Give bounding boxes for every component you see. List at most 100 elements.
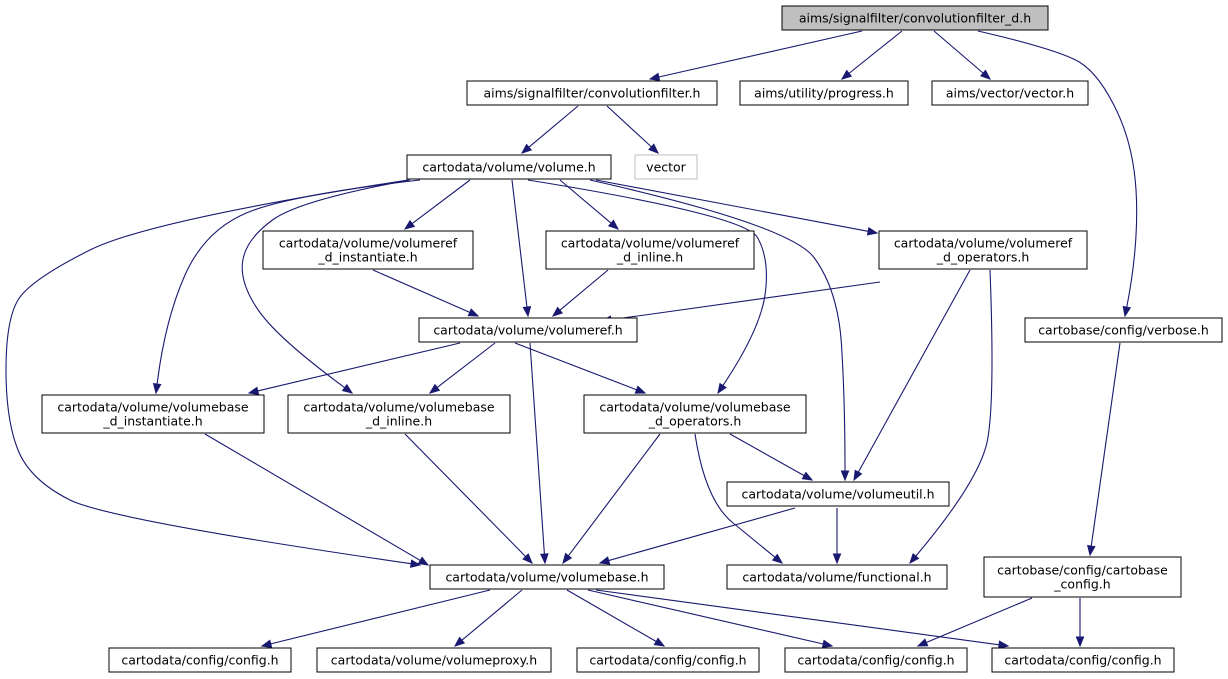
node-volume[interactable]: cartodata/volume/volume.h: [406, 154, 612, 180]
node-root[interactable]: aims/signalfilter/convolutionfilter_d.h: [781, 5, 1049, 31]
edge-vref_inst-to-vref: [372, 269, 480, 317]
node-label: cartodata/volume/volumebase: [303, 400, 495, 415]
node-label: cartodata/volume/volumebase.h: [445, 570, 648, 585]
edge-root-to-convfilter: [648, 30, 863, 82]
edge-vref_ops-to-volutil: [853, 269, 971, 482]
edge-line: [694, 433, 776, 558]
node-box: [316, 647, 552, 673]
node-box: [784, 647, 968, 673]
edge-line: [857, 269, 971, 473]
edge-vbase_ops-to-functional: [694, 433, 784, 564]
node-box: [1024, 317, 1223, 343]
node-config4[interactable]: cartodata/config/config.h: [991, 647, 1175, 673]
node-vproxy[interactable]: cartodata/volume/volumeproxy.h: [316, 647, 552, 673]
node-box: [108, 647, 292, 673]
node-vbase[interactable]: cartodata/volume/volumebase.h: [429, 564, 665, 590]
edge-line: [411, 179, 471, 225]
edge-vref-to-vbase: [529, 342, 549, 565]
node-box: [634, 154, 698, 180]
node-label: _d_inline.h: [365, 414, 432, 429]
edge-volutil-to-vbase: [598, 507, 796, 565]
edge-line: [606, 105, 652, 148]
edge-vbase_ops-to-vbase: [562, 433, 661, 565]
node-box: [406, 154, 612, 180]
node-label: aims/signalfilter/convolutionfilter.h: [484, 86, 701, 101]
edge-line: [1090, 342, 1121, 547]
node-label: cartodata/volume/volumebase: [57, 400, 249, 415]
edge-line: [933, 30, 984, 74]
arrowhead: [653, 637, 666, 647]
arrowhead: [821, 639, 834, 649]
node-vref[interactable]: cartodata/volume/volumeref.h: [418, 317, 638, 343]
edge-line: [257, 342, 461, 392]
edge-line: [270, 589, 491, 645]
arrowhead: [428, 383, 441, 394]
edge-line: [926, 597, 1033, 644]
node-config3[interactable]: cartodata/config/config.h: [784, 647, 968, 673]
arrowhead: [522, 553, 533, 564]
node-box: [583, 394, 807, 434]
edge-line: [372, 269, 470, 313]
node-vector_h[interactable]: aims/vector/vector.h: [931, 80, 1089, 106]
nodes-layer: aims/signalfilter/convolutionfilter_d.ha…: [41, 5, 1223, 673]
arrowhead: [866, 226, 879, 236]
node-label: _d_instantiate.h: [317, 250, 417, 265]
node-vref_ops[interactable]: cartodata/volume/volumeref_d_operators.h: [878, 230, 1088, 270]
arrowhead: [1087, 544, 1096, 557]
edge-vbase_inst-to-vbase: [204, 433, 430, 566]
node-vref_inst[interactable]: cartodata/volume/volumeref_d_instantiate…: [262, 230, 474, 270]
edge-vref_inline-to-vref: [551, 269, 609, 317]
edge-line: [595, 589, 1000, 646]
edge-line: [529, 342, 545, 555]
edge-volume-to-vref_inline: [559, 179, 620, 230]
node-config1[interactable]: cartodata/config/config.h: [108, 647, 292, 673]
arrowhead: [453, 636, 466, 647]
node-box: [287, 394, 511, 434]
edge-volume-to-vbase_ops: [527, 179, 767, 395]
arrowhead: [840, 470, 850, 482]
node-box: [726, 481, 950, 507]
node-vbase_inline[interactable]: cartodata/volume/volumebase_d_inline.h: [287, 394, 511, 434]
node-label: cartodata/config/config.h: [121, 653, 278, 668]
edge-vref_ops-to-functional: [909, 269, 993, 565]
node-label: _d_operators.h: [648, 414, 742, 429]
node-convfilter[interactable]: aims/signalfilter/convolutionfilter.h: [466, 80, 718, 106]
node-box: [931, 80, 1089, 106]
edge-vref-to-vbase_ops: [514, 342, 647, 394]
node-box: [576, 647, 760, 673]
arrowhead: [916, 638, 929, 647]
edge-volume-to-volutil: [589, 179, 850, 482]
edge-line: [461, 589, 523, 641]
edge-vbase_ops-to-volutil: [729, 433, 814, 481]
edge-root-to-verbose: [977, 30, 1138, 318]
edge-line: [559, 269, 609, 311]
node-box: [781, 5, 1049, 31]
node-functional[interactable]: cartodata/volume/functional.h: [726, 564, 948, 590]
node-verbose[interactable]: cartobase/config/verbose.h: [1024, 317, 1223, 343]
node-label: cartodata/volume/volumeutil.h: [741, 487, 934, 502]
node-vbase_ops[interactable]: cartodata/volume/volumebase_d_operators.…: [583, 394, 807, 434]
arrowhead: [598, 556, 611, 565]
arrowhead: [562, 552, 573, 565]
node-box: [739, 80, 909, 106]
edge-line: [241, 179, 411, 389]
edge-volume-to-vbase: [5, 179, 422, 568]
node-label: aims/signalfilter/convolutionfilter_d.h: [799, 11, 1031, 26]
node-vref_inline[interactable]: cartodata/volume/volumeref_d_inline.h: [545, 230, 755, 270]
node-label: cartodata/config/config.h: [589, 653, 746, 668]
node-vbase_inst[interactable]: cartodata/volume/volumebase_d_instantiat…: [41, 394, 265, 434]
arrowhead: [634, 385, 647, 394]
arrowhead: [409, 559, 422, 568]
edge-line: [729, 433, 805, 477]
node-config2[interactable]: cartodata/config/config.h: [576, 647, 760, 673]
node-volutil[interactable]: cartodata/volume/volumeutil.h: [726, 481, 950, 507]
edge-line: [658, 30, 863, 78]
edge-volume-to-vref_inst: [403, 179, 471, 230]
edge-convfilter-to-volume: [520, 105, 579, 154]
node-label: cartobase/config/cartobase: [997, 563, 1168, 578]
node-cbconfig[interactable]: cartobase/config/cartobase_config.h: [983, 556, 1182, 598]
node-progress[interactable]: aims/utility/progress.h: [739, 80, 909, 106]
edge-line: [436, 342, 496, 388]
arrowhead: [247, 386, 260, 396]
edge-volume-to-vbase_inline: [241, 179, 411, 394]
